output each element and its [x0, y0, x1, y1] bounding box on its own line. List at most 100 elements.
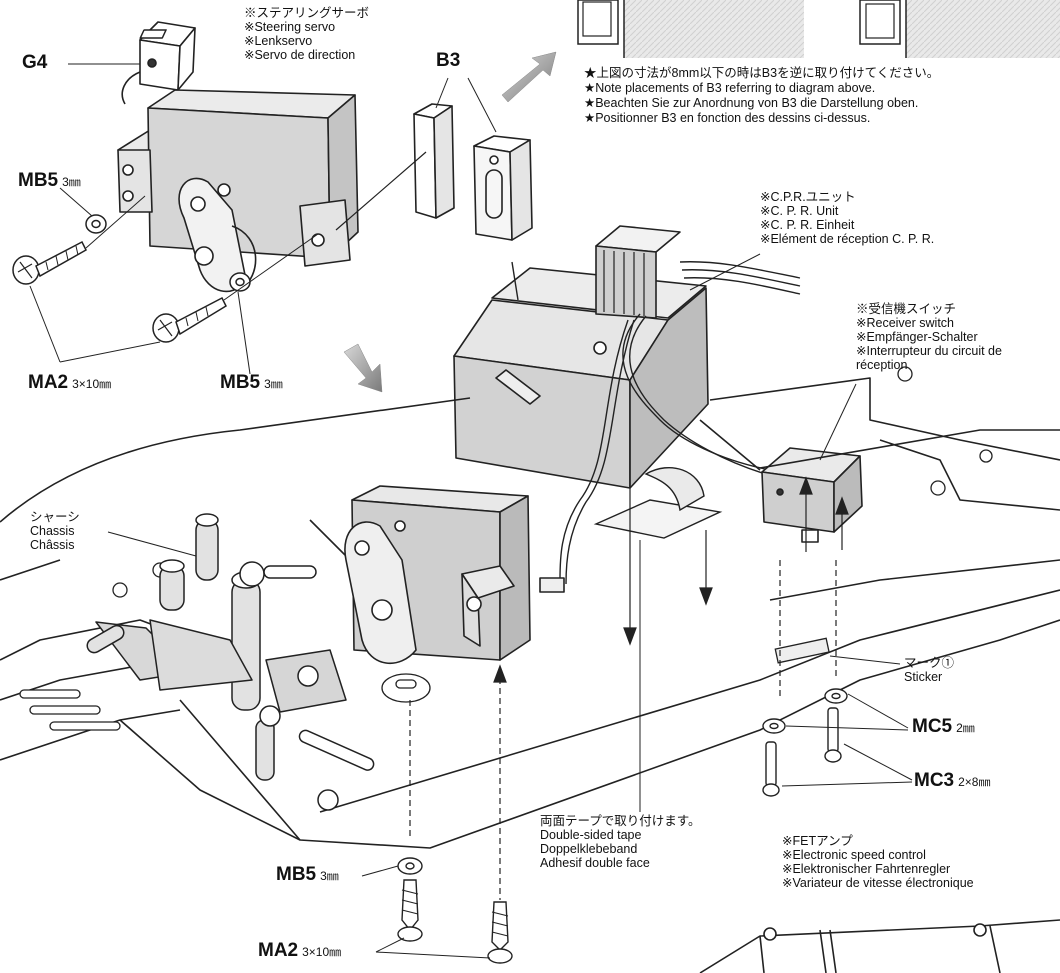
part-size: 2×8㎜	[958, 775, 991, 789]
label-line: ※C. P. R. Unit	[760, 204, 839, 218]
mc3-screw	[762, 707, 842, 797]
mb5-leader-top	[59, 187, 93, 217]
label-line: ※Elément de réception C. P. R.	[760, 232, 935, 246]
wiring	[511, 261, 801, 585]
sticker-label: マーク① Sticker	[904, 656, 954, 684]
part-size: 2㎜	[956, 721, 975, 735]
label-line: ※Electronic speed control	[782, 848, 926, 862]
part-label-b3: B3	[436, 50, 460, 72]
ma2-leader-bottom-a	[375, 937, 405, 953]
ma2-screw-bottom	[397, 879, 513, 964]
label-line: ※Servo de direction	[244, 48, 356, 62]
double-sided-tape	[593, 466, 723, 539]
mb5-washer-bottom	[397, 857, 423, 875]
mc5-leader-a	[847, 693, 909, 729]
label-line: シャーシ	[30, 510, 80, 524]
label-line: ※Elektronischer Fahrtenregler	[782, 862, 951, 876]
receiver-switch-leader	[819, 383, 857, 461]
label-line: ※FETアンプ	[782, 834, 853, 848]
note-line: ★Note placements of B3 referring to diag…	[584, 81, 876, 95]
label-line: Double-sided tape	[540, 828, 642, 842]
cpr-leader	[689, 253, 761, 291]
ma2-leader-top-b	[59, 341, 161, 363]
label-line: マーク①	[904, 656, 955, 670]
steering-servo-label: ※ステアリングサーボ ※Steering servo ※Lenkservo ※S…	[244, 6, 369, 62]
fet-label: ※FETアンプ ※Electronic speed control ※Elekt…	[782, 834, 974, 890]
b3-insert-arrow	[335, 151, 427, 231]
part-code: MB5	[18, 170, 59, 191]
label-line: Chassis	[30, 524, 75, 538]
assembly-guide-lines	[409, 560, 837, 900]
cpr-unit	[453, 225, 709, 489]
mc3-leader-b	[781, 781, 913, 787]
ma2-leader-top-a	[29, 285, 61, 363]
label-line: réception	[856, 358, 908, 372]
part-size: 3㎜	[264, 377, 283, 391]
part-size: 3㎜	[62, 175, 81, 189]
part-code: G4	[22, 52, 48, 73]
ma2-screw-top	[12, 240, 227, 343]
direction-arrow-down-icon	[343, 343, 383, 393]
tape-label: 両面テープで取り付けます。 Double-sided tape Doppelkl…	[540, 814, 701, 870]
chassis-label: シャーシ Chassis Châssis	[30, 510, 80, 552]
part-size: 3×10㎜	[302, 945, 342, 959]
sticker-leader	[829, 655, 901, 665]
screw-path	[85, 195, 146, 249]
part-code: MB5	[220, 372, 261, 393]
chassis-leader	[107, 531, 197, 557]
receiver-switch-part	[761, 447, 863, 543]
label-line: ※ステアリングサーボ	[244, 6, 370, 20]
part-code: MB5	[276, 864, 317, 885]
note-line: ★Positionner B3 en fonction des dessins …	[584, 111, 871, 125]
label-line: Châssis	[30, 538, 75, 552]
ma2-leader-bottom-b	[375, 951, 491, 959]
mc5-washer	[762, 688, 848, 734]
steering-servo-top	[117, 89, 359, 293]
part-size: 3×10㎜	[72, 377, 112, 391]
part-label-g4: G4	[22, 52, 47, 74]
mc3-leader-a	[843, 743, 913, 781]
front-suspension	[86, 513, 375, 811]
chassis-details	[19, 366, 993, 731]
mc5-leader-b	[785, 725, 909, 731]
note-line: ★上図の寸法が8mm以下の時はB3を逆に取り付けてください。	[584, 66, 940, 80]
part-code: MC3	[914, 770, 955, 791]
part-code: MA2	[258, 940, 299, 961]
label-line: ※C. P. R. Einheit	[760, 218, 855, 232]
screw-path-2	[223, 233, 319, 301]
b3-placement-note: ★上図の寸法が8mm以下の時はB3を逆に取り付けてください。 ★Note pla…	[584, 66, 939, 126]
steering-servo-installed	[344, 485, 565, 664]
label-line: ※Empfänger-Schalter	[856, 330, 978, 344]
part-code: MA2	[28, 372, 69, 393]
note-line: ★Beachten Sie zur Anordnung von B3 die D…	[584, 96, 919, 110]
label-line: ※受信機スイッチ	[856, 302, 957, 316]
mb5-leader-bottom	[361, 865, 399, 877]
b3-leader-line	[435, 77, 449, 109]
b3-reference-diagram-right	[859, 0, 1060, 58]
label-line: ※Variateur de vitesse électronique	[782, 876, 974, 890]
label-line: ※C.P.R.ユニット	[760, 190, 856, 204]
fet-part	[699, 919, 1060, 973]
direction-arrow-icon	[501, 51, 557, 103]
mb5-washer-top	[85, 214, 251, 292]
part-code: B3	[436, 50, 461, 71]
label-line: Sticker	[904, 670, 943, 684]
label-line: 両面テープで取り付けます。	[540, 814, 701, 828]
b3-leader-line-2	[467, 77, 497, 133]
b3-reference-diagram-left	[577, 0, 804, 58]
receiver-switch-label: ※受信機スイッチ ※Receiver switch ※Empfänger-Sch…	[856, 302, 1002, 372]
mb5-leader-mid	[237, 291, 251, 375]
label-line: ※Receiver switch	[856, 316, 954, 330]
part-size: 3㎜	[320, 869, 339, 883]
assembly-arrows	[493, 430, 849, 683]
b3-parts	[413, 103, 533, 241]
cpr-unit-label: ※C.P.R.ユニット ※C. P. R. Unit ※C. P. R. Ein…	[760, 190, 934, 246]
